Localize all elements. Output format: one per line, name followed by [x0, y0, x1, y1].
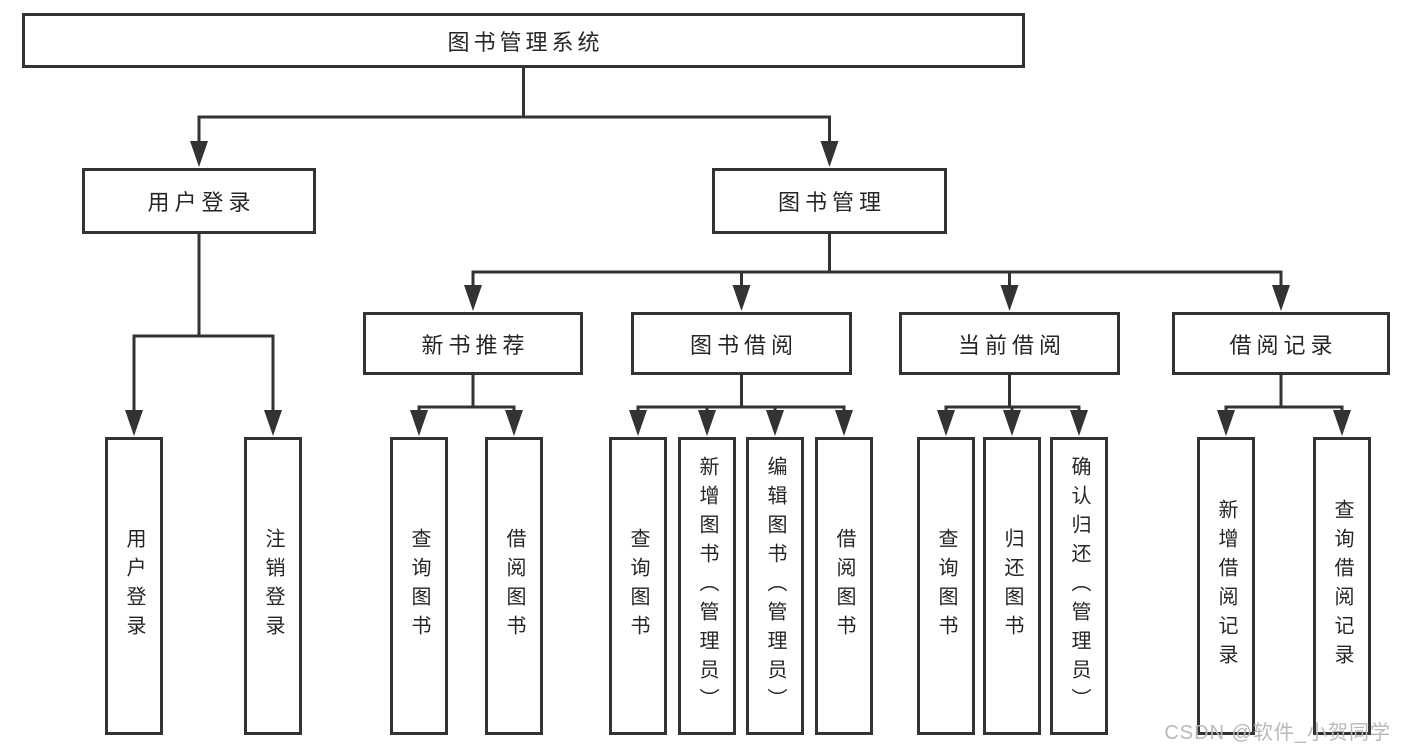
node-new-book-recommend: 新书推荐 [363, 312, 583, 375]
leaf-query-borrow-record: 查询借阅记录 [1313, 437, 1371, 735]
node-borrow-records-label: 借阅记录 [1229, 332, 1338, 358]
node-root-label: 图书管理系统 [447, 29, 604, 55]
csdn-watermark: CSDN @软件_小贺同学 [1164, 722, 1391, 744]
leaf-return-book-label: 归还图书 [1001, 528, 1023, 644]
leaf-add-borrow-record-label: 新增借阅记录 [1215, 499, 1237, 673]
node-current-borrow-label: 当前借阅 [957, 332, 1066, 358]
leaf-return-book: 归还图书 [983, 437, 1041, 735]
leaf-borrow-book-recommend: 借阅图书 [485, 437, 543, 735]
node-user-login: 用户登录 [82, 168, 316, 234]
leaf-user-login: 用户登录 [105, 437, 163, 735]
leaf-logout-label: 注销登录 [262, 528, 284, 644]
node-user-login-label: 用户登录 [147, 190, 256, 215]
node-new-book-recommend-label: 新书推荐 [421, 332, 530, 358]
leaf-confirm-return-admin-label: 确认归还（管理员） [1068, 455, 1090, 717]
leaf-query-book-recommend: 查询图书 [390, 437, 448, 735]
leaf-borrow-book-recommend-label: 借阅图书 [503, 528, 525, 644]
leaf-logout: 注销登录 [244, 437, 302, 735]
leaf-query-book-current: 查询图书 [917, 437, 975, 735]
leaf-add-borrow-record: 新增借阅记录 [1197, 437, 1255, 735]
leaf-query-book-current-label: 查询图书 [935, 528, 957, 644]
leaf-confirm-return-admin: 确认归还（管理员） [1050, 437, 1108, 735]
leaf-query-book-recommend-label: 查询图书 [408, 528, 430, 644]
node-book-borrow: 图书借阅 [631, 312, 852, 375]
node-book-borrow-label: 图书借阅 [689, 332, 798, 358]
leaf-query-borrow-record-label: 查询借阅记录 [1331, 499, 1353, 673]
node-root-system: 图书管理系统 [22, 13, 1025, 68]
leaf-edit-book-admin-label: 编辑图书（管理员） [764, 455, 786, 717]
leaf-query-book-borrow: 查询图书 [609, 437, 667, 735]
node-borrow-records: 借阅记录 [1172, 312, 1390, 375]
leaf-user-login-label: 用户登录 [123, 528, 145, 644]
node-book-management-label: 图书管理 [777, 190, 886, 215]
leaf-edit-book-admin: 编辑图书（管理员） [746, 437, 804, 735]
leaf-borrow-book: 借阅图书 [815, 437, 873, 735]
node-book-management: 图书管理 [712, 168, 947, 234]
leaf-add-book-admin-label: 新增图书（管理员） [696, 455, 718, 717]
node-current-borrow: 当前借阅 [899, 312, 1120, 375]
leaf-borrow-book-label: 借阅图书 [833, 528, 855, 644]
leaf-query-book-borrow-label: 查询图书 [627, 528, 649, 644]
leaf-add-book-admin: 新增图书（管理员） [678, 437, 736, 735]
